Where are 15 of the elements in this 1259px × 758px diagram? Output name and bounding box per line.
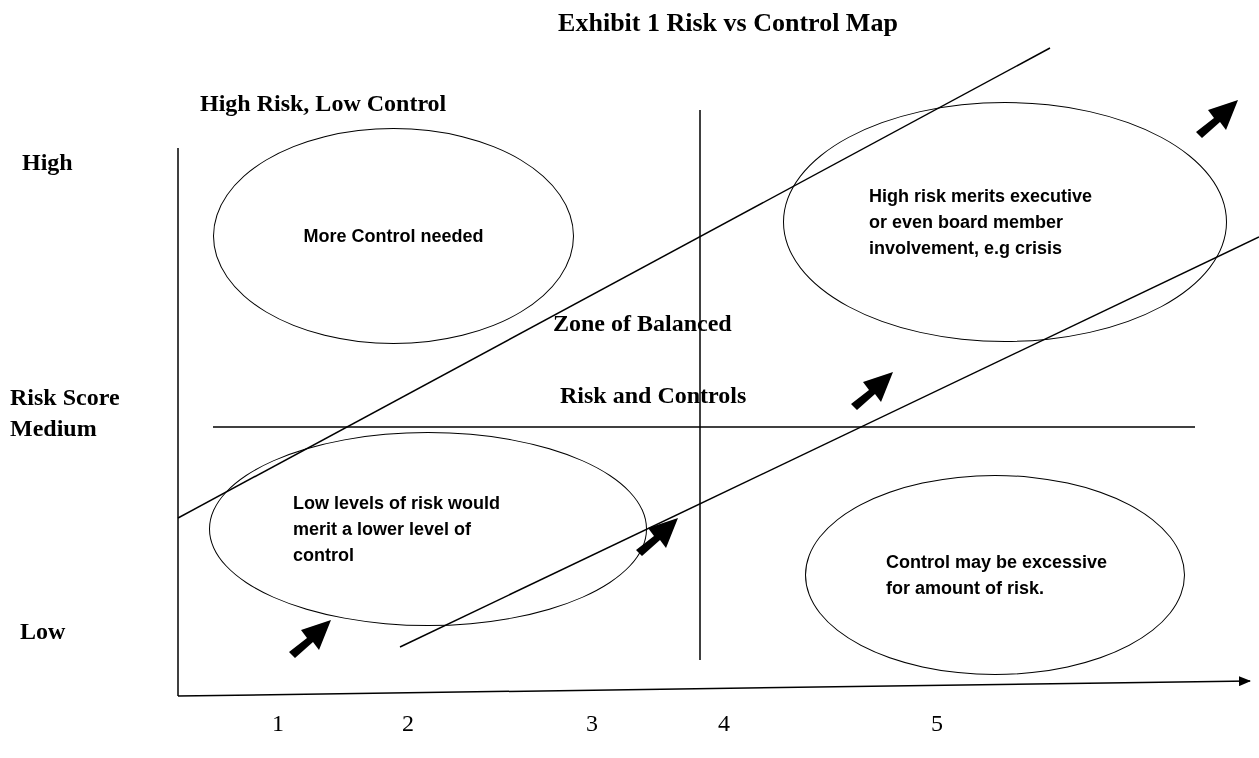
ellipse-text: High risk merits executive or even board member involvement, e.g crisis <box>869 185 1094 260</box>
ellipse-text: Control may be excessive for amount of risk. <box>886 551 1109 600</box>
axis-title: Risk Score <box>10 383 120 412</box>
axis-level-label: Low <box>20 617 66 646</box>
quadrant-heading: High Risk, Low Control <box>200 89 447 118</box>
title: Exhibit 1 Risk vs Control Map <box>557 7 899 39</box>
tick-label: 3 <box>586 709 598 738</box>
tick-label: 5 <box>931 709 943 738</box>
axis-level-label: High <box>22 148 73 177</box>
axis-level-label: Medium <box>10 414 97 443</box>
tick-label: 4 <box>718 709 730 738</box>
tick-label: 1 <box>272 709 284 738</box>
ellipse-text: More Control needed <box>303 225 484 248</box>
tick-label: 2 <box>402 709 414 738</box>
ellipse-text: Low levels of risk would merit a lower level of control <box>293 492 502 567</box>
